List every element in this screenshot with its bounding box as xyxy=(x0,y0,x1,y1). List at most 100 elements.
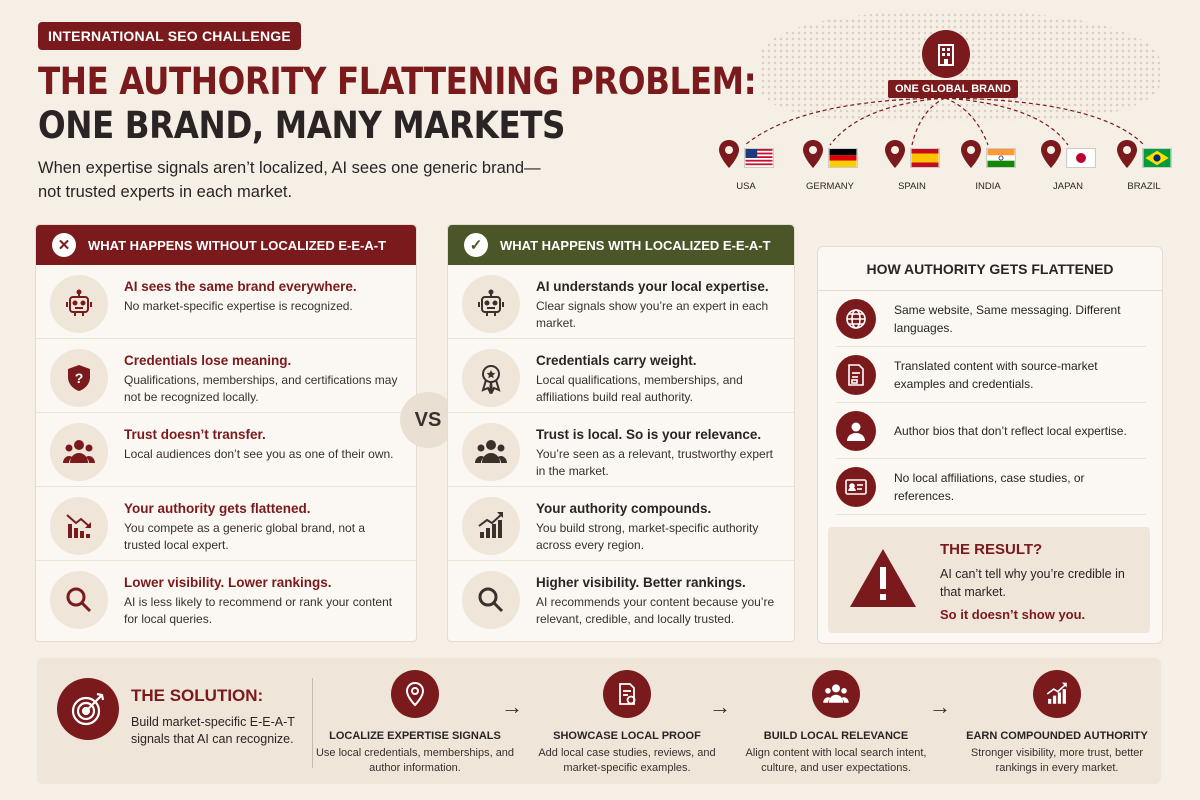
step-title: EARN COMPOUNDED AUTHORITY xyxy=(966,730,1148,742)
item-title: Your authority gets flattened. xyxy=(124,501,311,516)
spain-flag-icon xyxy=(910,148,941,168)
people-group-icon xyxy=(462,423,520,481)
x-circle-icon: ✕ xyxy=(52,233,76,257)
step-build-relevance: BUILD LOCAL RELEVANCE Align content with… xyxy=(736,670,936,776)
people-group-icon xyxy=(50,423,108,481)
india-flag-icon xyxy=(986,148,1017,168)
list-item: ? Credentials lose meaning. Qualificatio… xyxy=(36,339,416,413)
country-spain: SPAIN xyxy=(882,140,942,192)
item-desc: Local audiences don’t see you as one of … xyxy=(124,447,394,461)
location-pin-icon xyxy=(960,140,981,168)
item-title: Higher visibility. Better rankings. xyxy=(536,575,746,590)
country-india: INDIA xyxy=(958,140,1018,192)
step-title: BUILD LOCAL RELEVANCE xyxy=(763,730,909,742)
check-circle-icon: ✓ xyxy=(464,233,488,257)
user-icon xyxy=(836,410,876,451)
item-title: Lower visibility. Lower rankings. xyxy=(124,575,332,590)
id-card-icon xyxy=(836,466,876,507)
list-item: AI understands your local expertise. Cle… xyxy=(448,265,794,339)
without-localized-panel: ✕ WHAT HAPPENS WITHOUT LOCALIZED E-E-A-T… xyxy=(35,224,417,642)
arrow-right-icon: → xyxy=(929,694,951,719)
item-title: Trust doesn’t transfer. xyxy=(124,427,266,442)
award-ribbon-icon xyxy=(462,349,520,407)
declining-chart-icon xyxy=(50,497,108,555)
brand-label: ONE GLOBAL BRAND xyxy=(888,80,1018,98)
list-item: Trust doesn’t transfer. Local audiences … xyxy=(36,413,416,487)
item-title: Credentials carry weight. xyxy=(536,353,697,368)
location-pin-icon xyxy=(1040,140,1061,168)
item-title: AI understands your local expertise. xyxy=(536,279,769,294)
item-desc: You compete as a generic global brand, n… xyxy=(124,521,366,552)
document-icon xyxy=(836,354,876,395)
step-title: LOCALIZE EXPERTISE SIGNALS xyxy=(329,730,501,742)
result-desc: AI can’t tell why you’re credible in tha… xyxy=(940,567,1125,599)
item-title: Credentials lose meaning. xyxy=(124,353,292,368)
list-item: Credentials carry weight. Local qualific… xyxy=(448,339,794,413)
japan-flag-icon xyxy=(1066,148,1097,168)
location-pin-icon xyxy=(1116,140,1137,168)
item-desc: AI is less likely to recommend or rank y… xyxy=(124,595,393,626)
growth-chart-icon xyxy=(462,497,520,555)
location-pin-icon xyxy=(802,140,823,168)
item-desc: Clear signals show you’re an expert in e… xyxy=(536,299,769,330)
heading-text: WHAT HAPPENS WITH LOCALIZED E-E-A-T xyxy=(500,237,771,253)
document-check-icon xyxy=(603,670,651,718)
germany-flag-icon xyxy=(828,148,859,168)
item-title: AI sees the same brand everywhere. xyxy=(124,279,357,294)
country-name: SPAIN xyxy=(898,181,926,192)
step-desc: Align content with local search intent, … xyxy=(745,747,927,774)
step-desc: Add local case studies, reviews, and mar… xyxy=(538,747,716,774)
item-title: Trust is local. So is your relevance. xyxy=(536,427,762,442)
arrow-right-icon: → xyxy=(501,694,523,719)
item-text: Author bios that don’t reflect local exp… xyxy=(894,423,1127,438)
country-japan: JAPAN xyxy=(1038,140,1098,192)
with-localized-panel: ✓ WHAT HAPPENS WITH LOCALIZED E-E-A-T AI… xyxy=(447,224,795,642)
robot-icon xyxy=(50,275,108,333)
divider xyxy=(312,678,313,768)
list-item: AI sees the same brand everywhere. No ma… xyxy=(36,265,416,339)
without-localized-heading: ✕ WHAT HAPPENS WITHOUT LOCALIZED E-E-A-T xyxy=(36,225,416,265)
list-item: Higher visibility. Better rankings. AI r… xyxy=(448,561,794,635)
people-group-icon xyxy=(812,670,860,718)
brazil-flag-icon xyxy=(1142,148,1173,168)
location-pin-icon xyxy=(884,140,905,168)
vs-badge: VS xyxy=(400,392,456,448)
arrow-right-icon: → xyxy=(709,694,731,719)
header-badge: INTERNATIONAL SEO CHALLENGE xyxy=(38,22,301,50)
location-pin-icon xyxy=(391,670,439,718)
list-item: Lower visibility. Lower rankings. AI is … xyxy=(36,561,416,635)
list-item: Same website, Same messaging. Different … xyxy=(836,291,1146,347)
heading-text: WHAT HAPPENS WITHOUT LOCALIZED E-E-A-T xyxy=(88,237,387,253)
panel-heading: HOW AUTHORITY GETS FLATTENED xyxy=(818,247,1162,291)
warning-icon xyxy=(850,549,916,607)
brand-building-icon xyxy=(922,30,970,78)
step-showcase: SHOWCASE LOCAL PROOF Add local case stud… xyxy=(527,670,727,776)
page-title-line2: ONE BRAND, MANY MARKETS xyxy=(38,104,566,147)
result-box: THE RESULT? AI can’t tell why you’re cre… xyxy=(828,527,1150,633)
item-desc: AI recommends your content because you’r… xyxy=(536,595,775,626)
solution-desc: Build market-specific E-E-A-T signals th… xyxy=(131,715,295,746)
search-icon xyxy=(462,571,520,629)
page-subtitle: When expertise signals aren’t localized,… xyxy=(38,159,541,201)
item-text: Same website, Same messaging. Different … xyxy=(894,302,1121,335)
solution-bar: THE SOLUTION: Build market-specific E-E-… xyxy=(37,658,1161,784)
target-icon xyxy=(57,678,119,740)
item-desc: You build strong, market-specific author… xyxy=(536,521,759,552)
step-earn-authority: EARN COMPOUNDED AUTHORITY Stronger visib… xyxy=(957,670,1157,776)
country-germany: GERMANY xyxy=(800,140,860,192)
step-desc: Stronger visibility, more trust, better … xyxy=(970,747,1144,774)
step-localize: LOCALIZE EXPERTISE SIGNALS Use local cre… xyxy=(315,670,515,776)
page-title-line1: THE AUTHORITY FLATTENING PROBLEM: xyxy=(38,60,757,103)
search-icon xyxy=(50,571,108,629)
shield-question-icon: ? xyxy=(50,349,108,407)
country-name: BRAZIL xyxy=(1127,181,1161,192)
with-localized-heading: ✓ WHAT HAPPENS WITH LOCALIZED E-E-A-T xyxy=(448,225,794,265)
step-desc: Use local credentials, memberships, and … xyxy=(315,747,515,774)
robot-icon xyxy=(462,275,520,333)
list-item: Translated content with source-market ex… xyxy=(836,347,1146,403)
svg-text:?: ? xyxy=(75,370,84,386)
country-name: USA xyxy=(736,181,756,192)
how-authority-flattened-panel: HOW AUTHORITY GETS FLATTENED Same websit… xyxy=(817,246,1163,644)
item-desc: Qualifications, memberships, and certifi… xyxy=(124,373,398,404)
item-desc: Local qualifications, memberships, and a… xyxy=(536,373,743,404)
